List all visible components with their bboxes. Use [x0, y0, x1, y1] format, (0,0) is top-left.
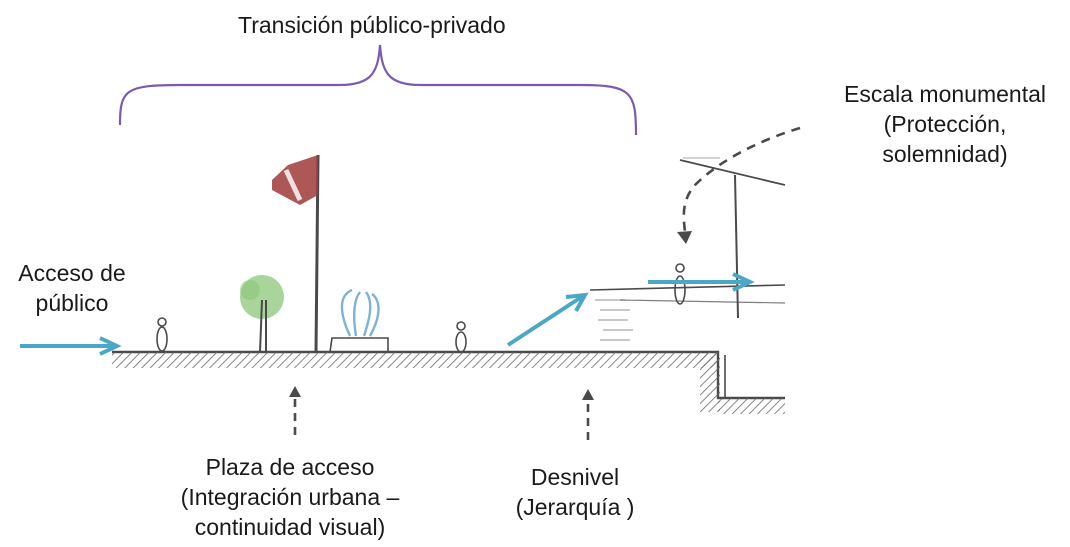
- tree-icon: [240, 275, 284, 353]
- monumental-label: Escala monumental (Protección, solemnida…: [844, 81, 1046, 167]
- canopy: [679, 157, 786, 319]
- ground: [112, 350, 785, 414]
- flag-icon: [272, 154, 320, 353]
- cyan-arrow-icon: [648, 272, 755, 292]
- person-icon: [455, 321, 467, 353]
- dashed-arrow: [582, 389, 594, 440]
- person-icon: [156, 317, 168, 352]
- plaza-label: Plaza de acceso (Integración urbana – co…: [180, 454, 400, 540]
- transition-label: Transición público-privado: [238, 12, 506, 38]
- curly-brace-icon: [118, 44, 638, 136]
- cyan-arrow-icon: [506, 292, 589, 347]
- dashed-arrow: [677, 126, 801, 244]
- dashed-arrow: [289, 386, 301, 435]
- fountain-icon: [329, 288, 389, 353]
- cyan-arrow-icon: [20, 336, 122, 356]
- person-icon: [674, 263, 686, 305]
- access-label: Acceso de público: [18, 260, 126, 316]
- level-label: Desnivel (Jerarquía ): [515, 464, 635, 520]
- steps: [589, 284, 786, 341]
